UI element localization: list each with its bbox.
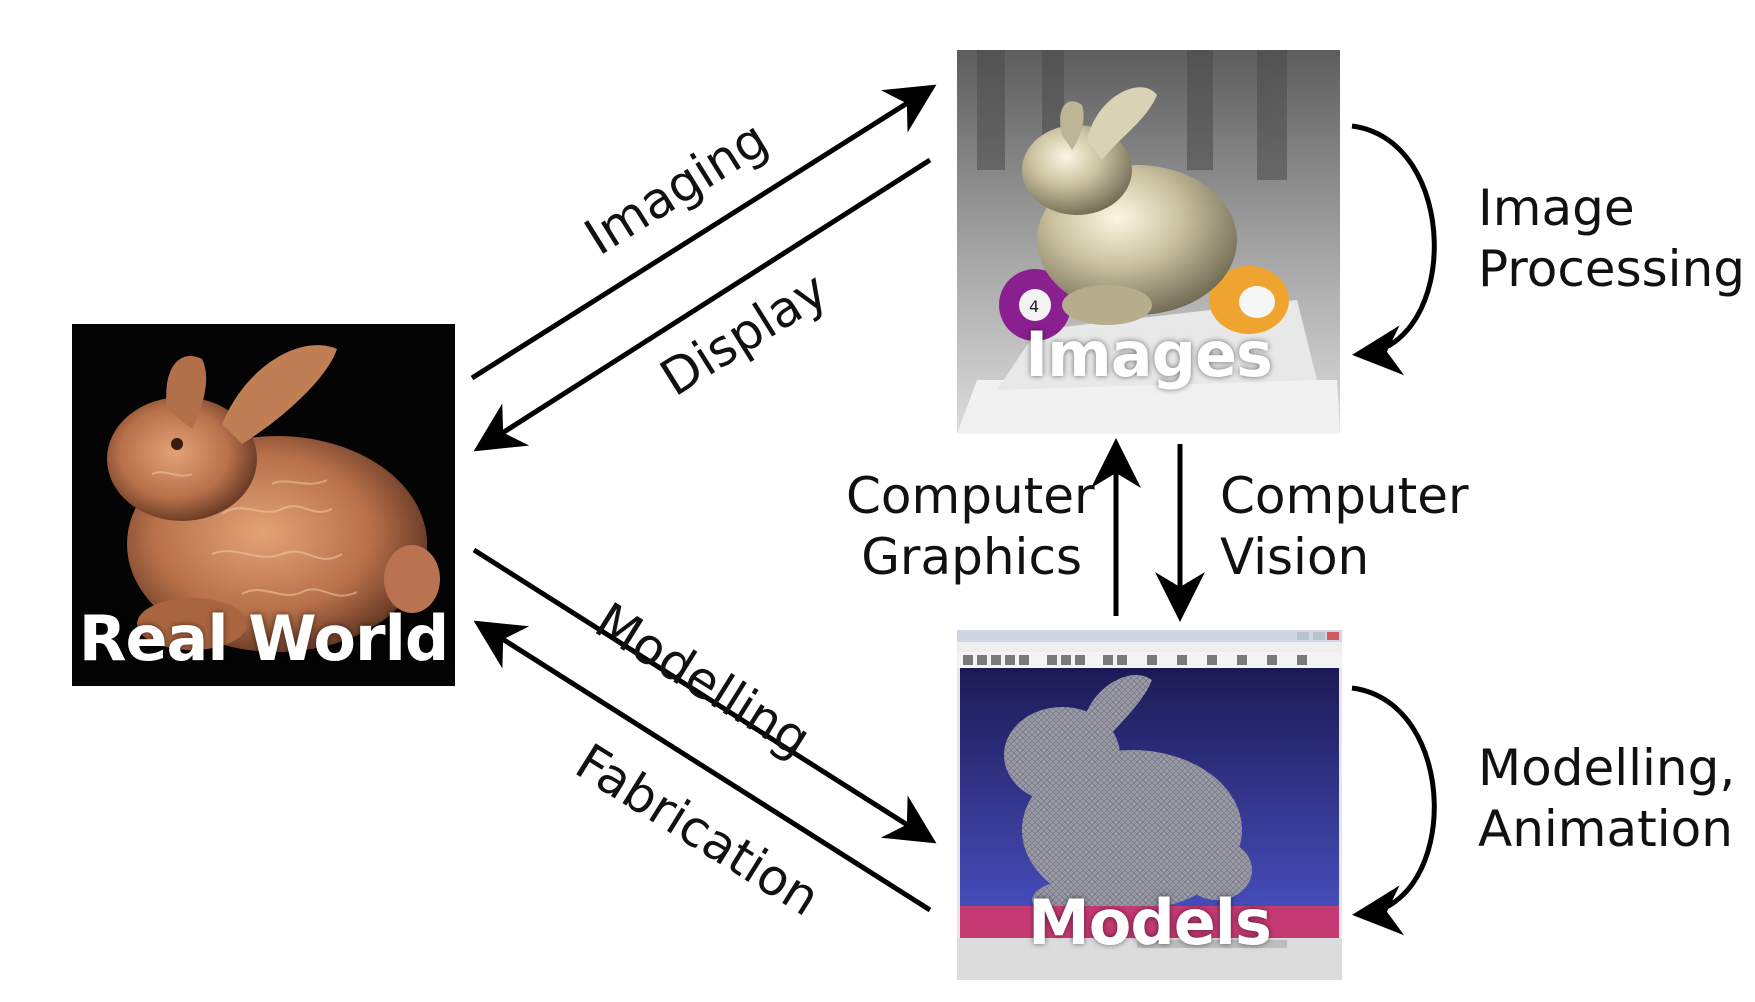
images-caption: Images [1025,318,1273,391]
computer-graphics-line-2: Graphics [861,528,1082,586]
image-processing-line-2: Processing [1478,240,1745,298]
image-processing-label: Image Processing [1478,178,1745,300]
rendered-bunny-image-icon: 4 [957,50,1340,434]
real-world-caption: Real World [78,602,449,675]
computer-vision-line-1: Computer [1220,467,1469,525]
models-panel: Models [957,630,1342,980]
modelling-animation-line-1: Modelling, [1478,739,1736,797]
real-world-panel: Real World [72,324,455,686]
modelling-animation-arrow [1351,685,1437,936]
models-caption: Models [1028,886,1272,959]
modelling-animation-line-2: Animation [1478,800,1733,858]
computer-graphics-line-1: Computer [846,467,1095,525]
computer-vision-line-2: Vision [1220,528,1370,586]
svg-text:4: 4 [1029,297,1039,316]
computer-vision-label: Computer Vision [1220,466,1469,588]
display-label: Display [650,260,838,408]
bunny-photo-icon [72,324,455,686]
image-processing-arrow [1351,123,1437,376]
bunny-mesh-model-icon [957,630,1342,980]
modelling-animation-label: Modelling, Animation [1478,738,1735,860]
image-processing-line-1: Image [1478,179,1635,237]
imaging-label: Imaging [574,109,778,267]
computer-graphics-label: Computer Graphics [846,466,1095,588]
modelling-label: Modelling [585,591,821,769]
images-panel: 4 Images [957,50,1340,434]
